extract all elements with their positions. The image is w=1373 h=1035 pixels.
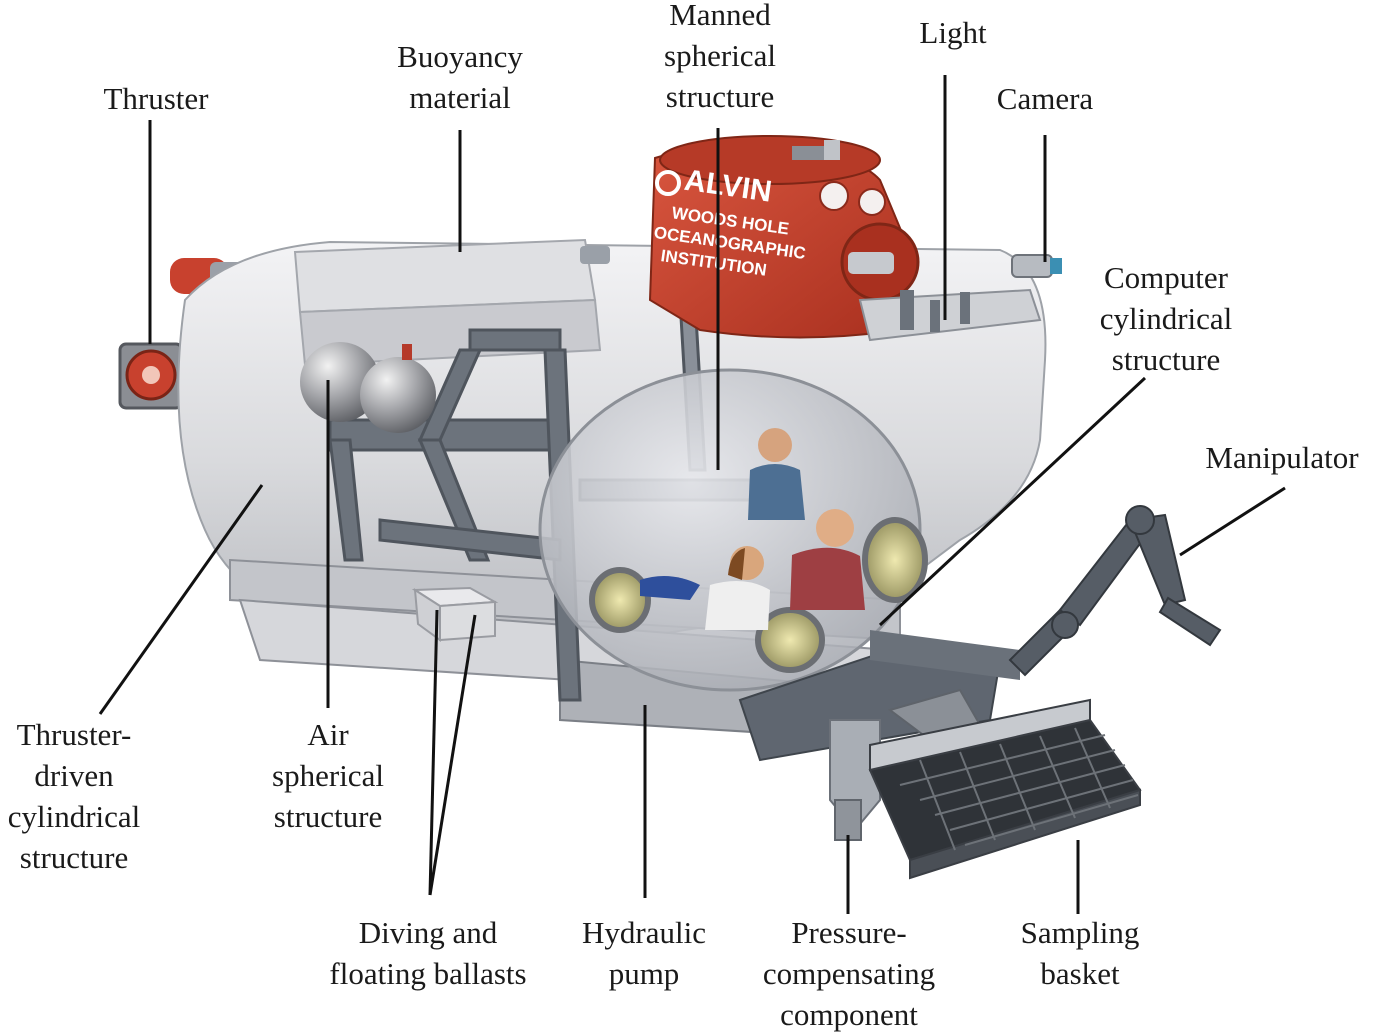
- air-spheres: [300, 342, 436, 433]
- leader-manipulator: [1179, 486, 1286, 557]
- label-thruster: Thruster: [103, 81, 209, 116]
- front-frame: [738, 630, 1020, 762]
- label-manipulator: Manipulator: [1205, 440, 1359, 475]
- top-deck: [580, 246, 1062, 342]
- manipulator-arm: [1008, 505, 1222, 677]
- leader-ballast-a: [428, 609, 439, 896]
- label-camera: Camera: [996, 81, 1094, 116]
- sail: ALVIN WOODS HOLE OCEANOGRAPHIC INSTITUTI…: [648, 135, 920, 339]
- leader-thruster-driven: [98, 484, 264, 715]
- leader-computer: [878, 376, 1147, 627]
- manned-sphere: [538, 368, 928, 692]
- label-light: Light: [919, 15, 987, 50]
- leader-ballast-b: [428, 614, 477, 896]
- ballast-boxes: [411, 586, 499, 642]
- leader-lines: [98, 75, 1286, 914]
- sampling-basket-art: [868, 698, 1142, 880]
